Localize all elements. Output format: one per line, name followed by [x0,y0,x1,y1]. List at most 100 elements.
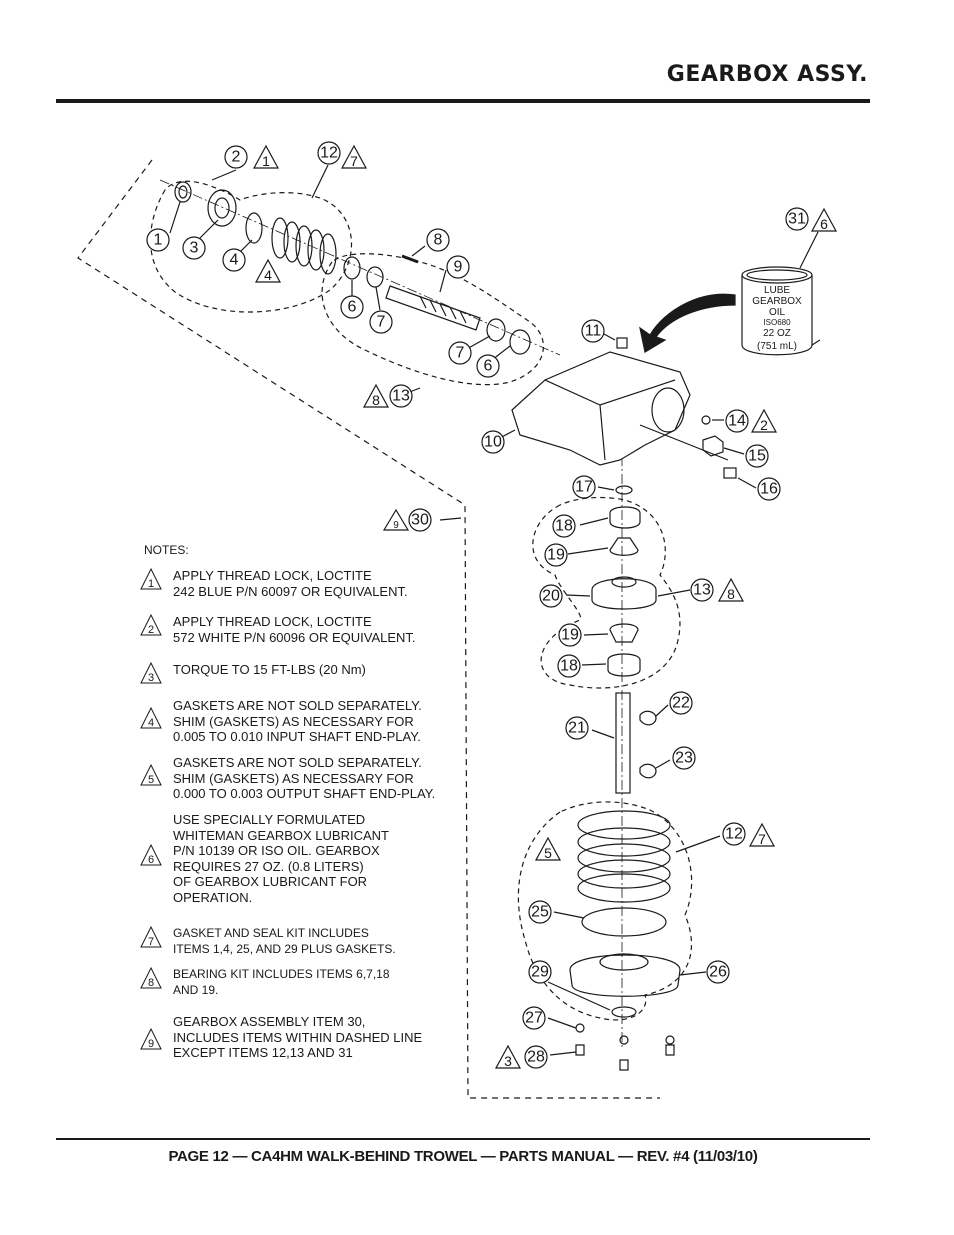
page-title: GEARBOX ASSY. [666,62,868,87]
washer-part-27 [575,1023,585,1033]
note-marker: 2 [140,614,162,636]
callout-11: 11 [585,323,602,340]
svg-text:2: 2 [148,624,154,636]
callout-15: 15 [748,448,766,465]
group-boundary-input-shaft [321,253,545,386]
notes-heading: NOTES: [144,543,189,557]
callout-20: 20 [542,588,560,605]
callout-18: 18 [555,518,573,535]
triangle-4: 4 [264,267,272,283]
o-ring-part-25 [581,907,667,937]
cup-part-18 [609,506,641,529]
callout-8: 8 [434,232,443,249]
callout-7b: 7 [456,345,465,362]
gearbox-housing-part-10 [511,351,691,466]
callout-30: 30 [411,512,429,529]
callout-19: 19 [547,547,565,564]
screw-part-28 [575,1044,675,1071]
callout-31: 31 [788,211,806,228]
cone-part-7b [486,318,506,342]
assembly-boundary-line [77,159,660,1099]
note-marker: 4 [140,707,162,729]
note-marker: 1 [140,568,162,590]
o-ring-part-4 [245,212,263,244]
callout-26: 26 [709,964,727,981]
fill-arrow [639,293,736,353]
callout-21: 21 [568,720,586,737]
callout-13: 13 [392,388,410,405]
bottom-cover-part-26 [569,954,681,997]
key-part-23 [639,763,657,779]
callout-14: 14 [728,413,746,430]
group-boundary-bearings [532,496,681,689]
screw-part-14 [701,415,711,425]
lube-can-part-31 [741,275,813,356]
svg-text:3: 3 [148,672,154,684]
triangle-2: 2 [760,417,768,433]
note-marker: 8 [140,967,162,989]
can-label-oil: OIL [769,307,786,318]
callout-6b: 6 [484,358,493,375]
svg-text:4: 4 [148,717,154,729]
can-label-gearbox: GEARBOX [752,296,802,307]
callout-18b: 18 [560,658,578,675]
gasket-stack-part-12 [271,217,337,275]
output-shaft-part-21 [615,692,631,794]
group-boundary-upper-left [149,180,352,313]
triangle-3: 3 [504,1053,512,1069]
page-footer: PAGE 12 — CA4HM WALK-BEHIND TROWEL — PAR… [168,1148,758,1165]
cone-part-19 [609,537,639,556]
triangle-1: 1 [262,153,270,169]
svg-text:8: 8 [148,977,154,989]
callout-12: 12 [320,145,338,162]
callout-29: 29 [531,964,549,981]
callout-4: 4 [230,252,239,269]
svg-text:5: 5 [148,774,154,786]
plug-part-16 [723,467,737,479]
callout-28: 28 [527,1049,545,1066]
callout-17: 17 [575,479,593,496]
triangle-8: 8 [372,392,380,408]
can-label-ml: (751 mL) [757,341,797,352]
key-part-22 [639,710,657,726]
triangle-7: 7 [350,153,358,169]
cone-part-7 [366,266,384,288]
callout-22: 22 [672,695,690,712]
triangle-6: 6 [820,216,828,232]
note-marker: 3 [140,662,162,684]
callout-23: 23 [675,750,693,767]
callout-7: 7 [377,314,386,331]
seal-part-1 [174,181,192,203]
note-marker: 6 [140,844,162,866]
callout-25: 25 [531,904,549,921]
cup-part-18b [607,653,641,677]
footer-rule [56,1138,870,1140]
callout-27: 27 [525,1010,543,1027]
callout-16: 16 [760,481,778,498]
callout-13b: 13 [693,582,711,599]
callout-1: 1 [154,232,163,249]
can-label-iso: ISO680 [763,318,791,327]
note-marker: 9 [140,1028,162,1050]
svg-text:1: 1 [148,578,154,590]
callout-19b: 19 [561,627,579,644]
callout-10: 10 [484,434,502,451]
note-marker: 5 [140,764,162,786]
triangle-9: 9 [393,520,399,531]
cone-part-19b [609,623,639,643]
seal-part-29 [611,1006,637,1018]
svg-text:6: 6 [148,854,154,866]
worm-shaft-part-9 [385,285,481,331]
cup-part-6 [343,256,361,280]
gasket-stack-part-12b [577,810,671,903]
callout-12b: 12 [725,826,743,843]
callout-9: 9 [454,259,463,276]
svg-text:9: 9 [148,1038,154,1050]
callout-2: 2 [232,149,241,166]
note-marker: 7 [140,926,162,948]
svg-text:7: 7 [148,936,154,948]
triangle-5: 5 [544,845,552,861]
end-cap-part-3 [207,189,237,227]
callout-6: 6 [348,299,357,316]
